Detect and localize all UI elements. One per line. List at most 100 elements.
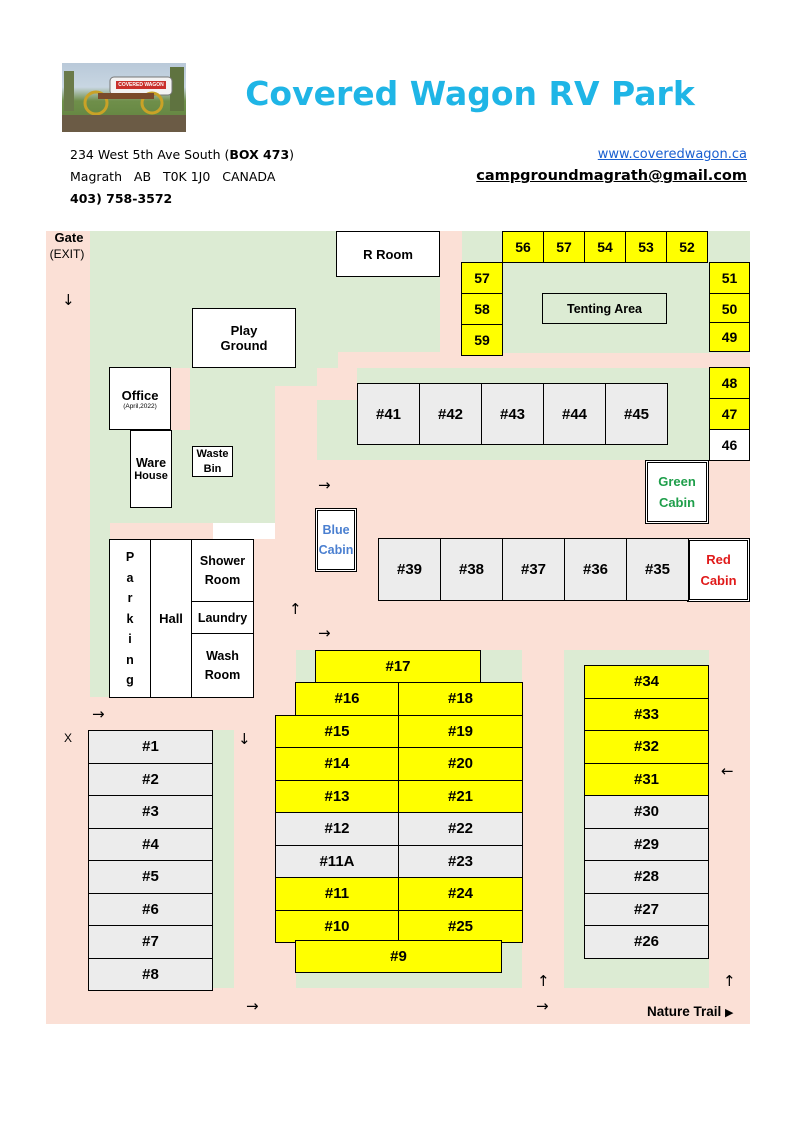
- arrow-right-road-5: →: [536, 997, 549, 1015]
- campsite[interactable]: 51: [709, 262, 750, 294]
- campsite[interactable]: 53: [625, 231, 667, 263]
- arrow-down-gate: ↓: [62, 291, 75, 309]
- parking-letter: r: [127, 591, 133, 606]
- hall-label: Hall: [159, 611, 183, 626]
- campsite[interactable]: #41: [357, 383, 420, 445]
- campsite[interactable]: #34: [584, 665, 709, 699]
- green-lawn-parking: [90, 540, 110, 697]
- campsite[interactable]: #22: [398, 812, 523, 846]
- email-link[interactable]: campgroundmagrath@gmail.com: [476, 168, 747, 184]
- parking-letter: g: [126, 673, 134, 688]
- green-cabin: Green Cabin: [645, 460, 709, 524]
- campsite[interactable]: #42: [419, 383, 482, 445]
- campsite[interactable]: #28: [584, 860, 709, 894]
- campsite[interactable]: 46: [709, 429, 750, 461]
- campsite[interactable]: #43: [481, 383, 544, 445]
- green-cabin-label-1: Green: [658, 474, 696, 489]
- campsite[interactable]: #30: [584, 795, 709, 829]
- page-title: Covered Wagon RV Park: [245, 74, 695, 113]
- green-lawn-top-mid: [338, 277, 440, 352]
- campsite[interactable]: 47: [709, 398, 750, 430]
- gate-label: Gate: [54, 230, 84, 245]
- tenting-area: Tenting Area: [542, 293, 667, 324]
- play-arrow-icon: ▶: [725, 1006, 734, 1019]
- campsite[interactable]: 57: [461, 262, 503, 294]
- campsite[interactable]: #14: [275, 747, 399, 781]
- arrow-down-road: ↓: [238, 730, 251, 748]
- campsite[interactable]: #11: [275, 877, 399, 911]
- campsite[interactable]: #25: [398, 909, 523, 943]
- campsite[interactable]: #37: [502, 538, 565, 601]
- campsite[interactable]: 49: [709, 322, 750, 352]
- parking-area: [109, 539, 151, 698]
- campsite[interactable]: 58: [461, 293, 503, 325]
- campsite[interactable]: #45: [605, 383, 668, 445]
- campsite[interactable]: 56: [502, 231, 544, 263]
- parking-letter: P: [125, 550, 135, 565]
- office: Office (April,2022): [109, 367, 171, 430]
- campsite[interactable]: #8: [88, 957, 213, 991]
- campsite[interactable]: #24: [398, 877, 523, 911]
- campsite[interactable]: #11A: [275, 844, 399, 878]
- campsite[interactable]: #26: [584, 925, 709, 959]
- warehouse-label-2: House: [134, 470, 168, 482]
- campsite[interactable]: #29: [584, 827, 709, 861]
- campsite[interactable]: #1: [88, 730, 213, 764]
- parking-letter: k: [126, 611, 134, 626]
- pink-road-row-41: [317, 368, 357, 400]
- website-link[interactable]: www.coveredwagon.ca: [597, 147, 747, 162]
- address-close: ): [289, 147, 295, 162]
- arrow-up-road-2: ↑: [537, 972, 550, 990]
- arrow-up-road-3: ↑: [723, 972, 736, 990]
- campsite[interactable]: #16: [295, 682, 399, 716]
- green-lawn-left-column: [213, 730, 234, 988]
- campsite[interactable]: #13: [275, 779, 399, 813]
- campsite[interactable]: #5: [88, 860, 213, 894]
- play-ground-label-2: Ground: [220, 338, 268, 353]
- hall: Hall: [150, 539, 192, 698]
- play-ground-label-1: Play: [230, 323, 258, 338]
- campsite[interactable]: #10: [275, 909, 399, 943]
- nature-trail[interactable]: Nature Trail ▶: [647, 1004, 734, 1019]
- campsite[interactable]: #27: [584, 892, 709, 926]
- campsite[interactable]: #3: [88, 795, 213, 829]
- campsite[interactable]: 59: [461, 324, 503, 356]
- wash-room: Wash Room: [191, 633, 254, 698]
- campsite[interactable]: #17: [315, 650, 481, 683]
- campsite[interactable]: #31: [584, 762, 709, 796]
- campsite[interactable]: 52: [666, 231, 708, 263]
- campsite[interactable]: 57: [543, 231, 585, 263]
- campsite[interactable]: #39: [378, 538, 441, 601]
- campsite[interactable]: #4: [88, 827, 213, 861]
- campsite[interactable]: #35: [626, 538, 689, 601]
- campsite[interactable]: #7: [88, 925, 213, 959]
- campsite[interactable]: #38: [440, 538, 503, 601]
- arrow-right-road-1: →: [318, 476, 331, 494]
- campsite[interactable]: #9: [295, 940, 502, 973]
- campsite[interactable]: 50: [709, 293, 750, 325]
- waste-bin: Waste Bin: [192, 446, 233, 477]
- arrow-right-road-2: →: [318, 624, 331, 642]
- red-cabin-label-2: Cabin: [700, 573, 737, 588]
- campsite[interactable]: #23: [398, 844, 523, 878]
- campsite[interactable]: #18: [398, 682, 523, 716]
- campsite[interactable]: #36: [564, 538, 627, 601]
- campsite[interactable]: 48: [709, 367, 750, 399]
- campsite[interactable]: 54: [584, 231, 626, 263]
- campsite[interactable]: #12: [275, 812, 399, 846]
- address-street: 234 West 5th Ave South (: [70, 147, 230, 162]
- campsite[interactable]: #20: [398, 747, 523, 781]
- nature-trail-label: Nature Trail: [647, 1004, 722, 1019]
- laundry: Laundry: [191, 601, 254, 634]
- campsite[interactable]: #15: [275, 714, 399, 748]
- office-date: (April,2022): [123, 402, 157, 410]
- campsite[interactable]: #44: [543, 383, 606, 445]
- campsite[interactable]: #21: [398, 779, 523, 813]
- x-mark: X: [64, 731, 73, 745]
- campsite[interactable]: #6: [88, 892, 213, 926]
- campsite[interactable]: #2: [88, 762, 213, 796]
- campsite[interactable]: #32: [584, 730, 709, 764]
- campsite[interactable]: #33: [584, 697, 709, 731]
- shower-room-label-1: Shower: [199, 553, 246, 568]
- campsite[interactable]: #19: [398, 714, 523, 748]
